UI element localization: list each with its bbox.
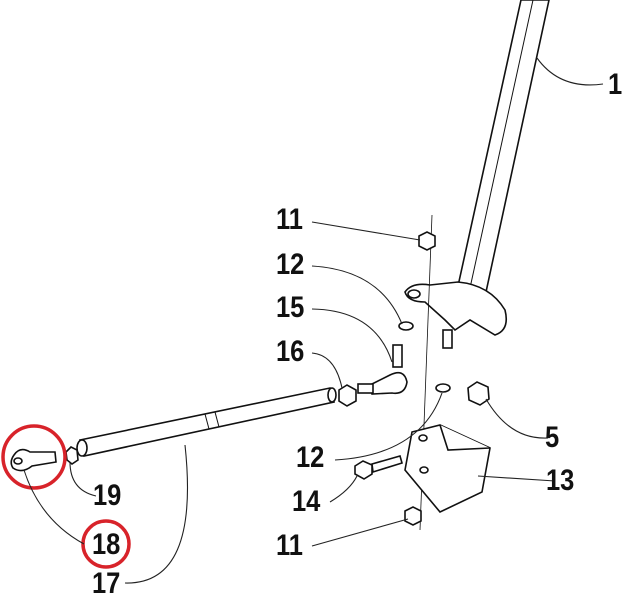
callout-label-16[interactable]: 16 [276,335,305,368]
callout-label-15[interactable]: 15 [276,291,305,324]
part-tie-rod-17[interactable] [76,387,337,457]
part-steering-column[interactable] [457,0,550,293]
callout-label-11[interactable]: 11 [276,203,303,236]
callout-label-11-lower[interactable]: 11 [276,529,303,562]
callout-label-19[interactable]: 19 [93,479,122,512]
part-washer-12-lower[interactable] [435,383,451,393]
callout-label-17[interactable]: 17 [92,567,121,600]
part-jam-nut-19[interactable] [65,446,79,465]
part-washer-12-top[interactable] [398,321,414,331]
part-bolt-14[interactable] [354,455,403,480]
callout-label-18[interactable]: 18 [92,528,121,561]
part-column-arm[interactable] [404,281,508,349]
callout-label-5[interactable]: 5 [545,421,560,454]
callout-label-14[interactable]: 14 [292,485,321,518]
part-rod-end-18[interactable] [10,448,57,472]
part-nut-11-top[interactable] [418,231,436,251]
part-nut-5[interactable] [467,381,490,406]
callout-label-1[interactable]: 1 [608,68,623,101]
callout-label-12-lower[interactable]: 12 [296,441,325,474]
leader-lines [23,57,604,584]
callout-label-13[interactable]: 13 [546,464,575,497]
highlight-circle-part-18 [1,424,67,490]
part-ball-joint-15[interactable] [357,344,408,395]
part-nut-11-bottom[interactable] [404,506,422,526]
part-bracket-13[interactable] [404,424,491,513]
part-nut-16[interactable] [338,384,357,407]
callout-label-12[interactable]: 12 [276,248,305,281]
